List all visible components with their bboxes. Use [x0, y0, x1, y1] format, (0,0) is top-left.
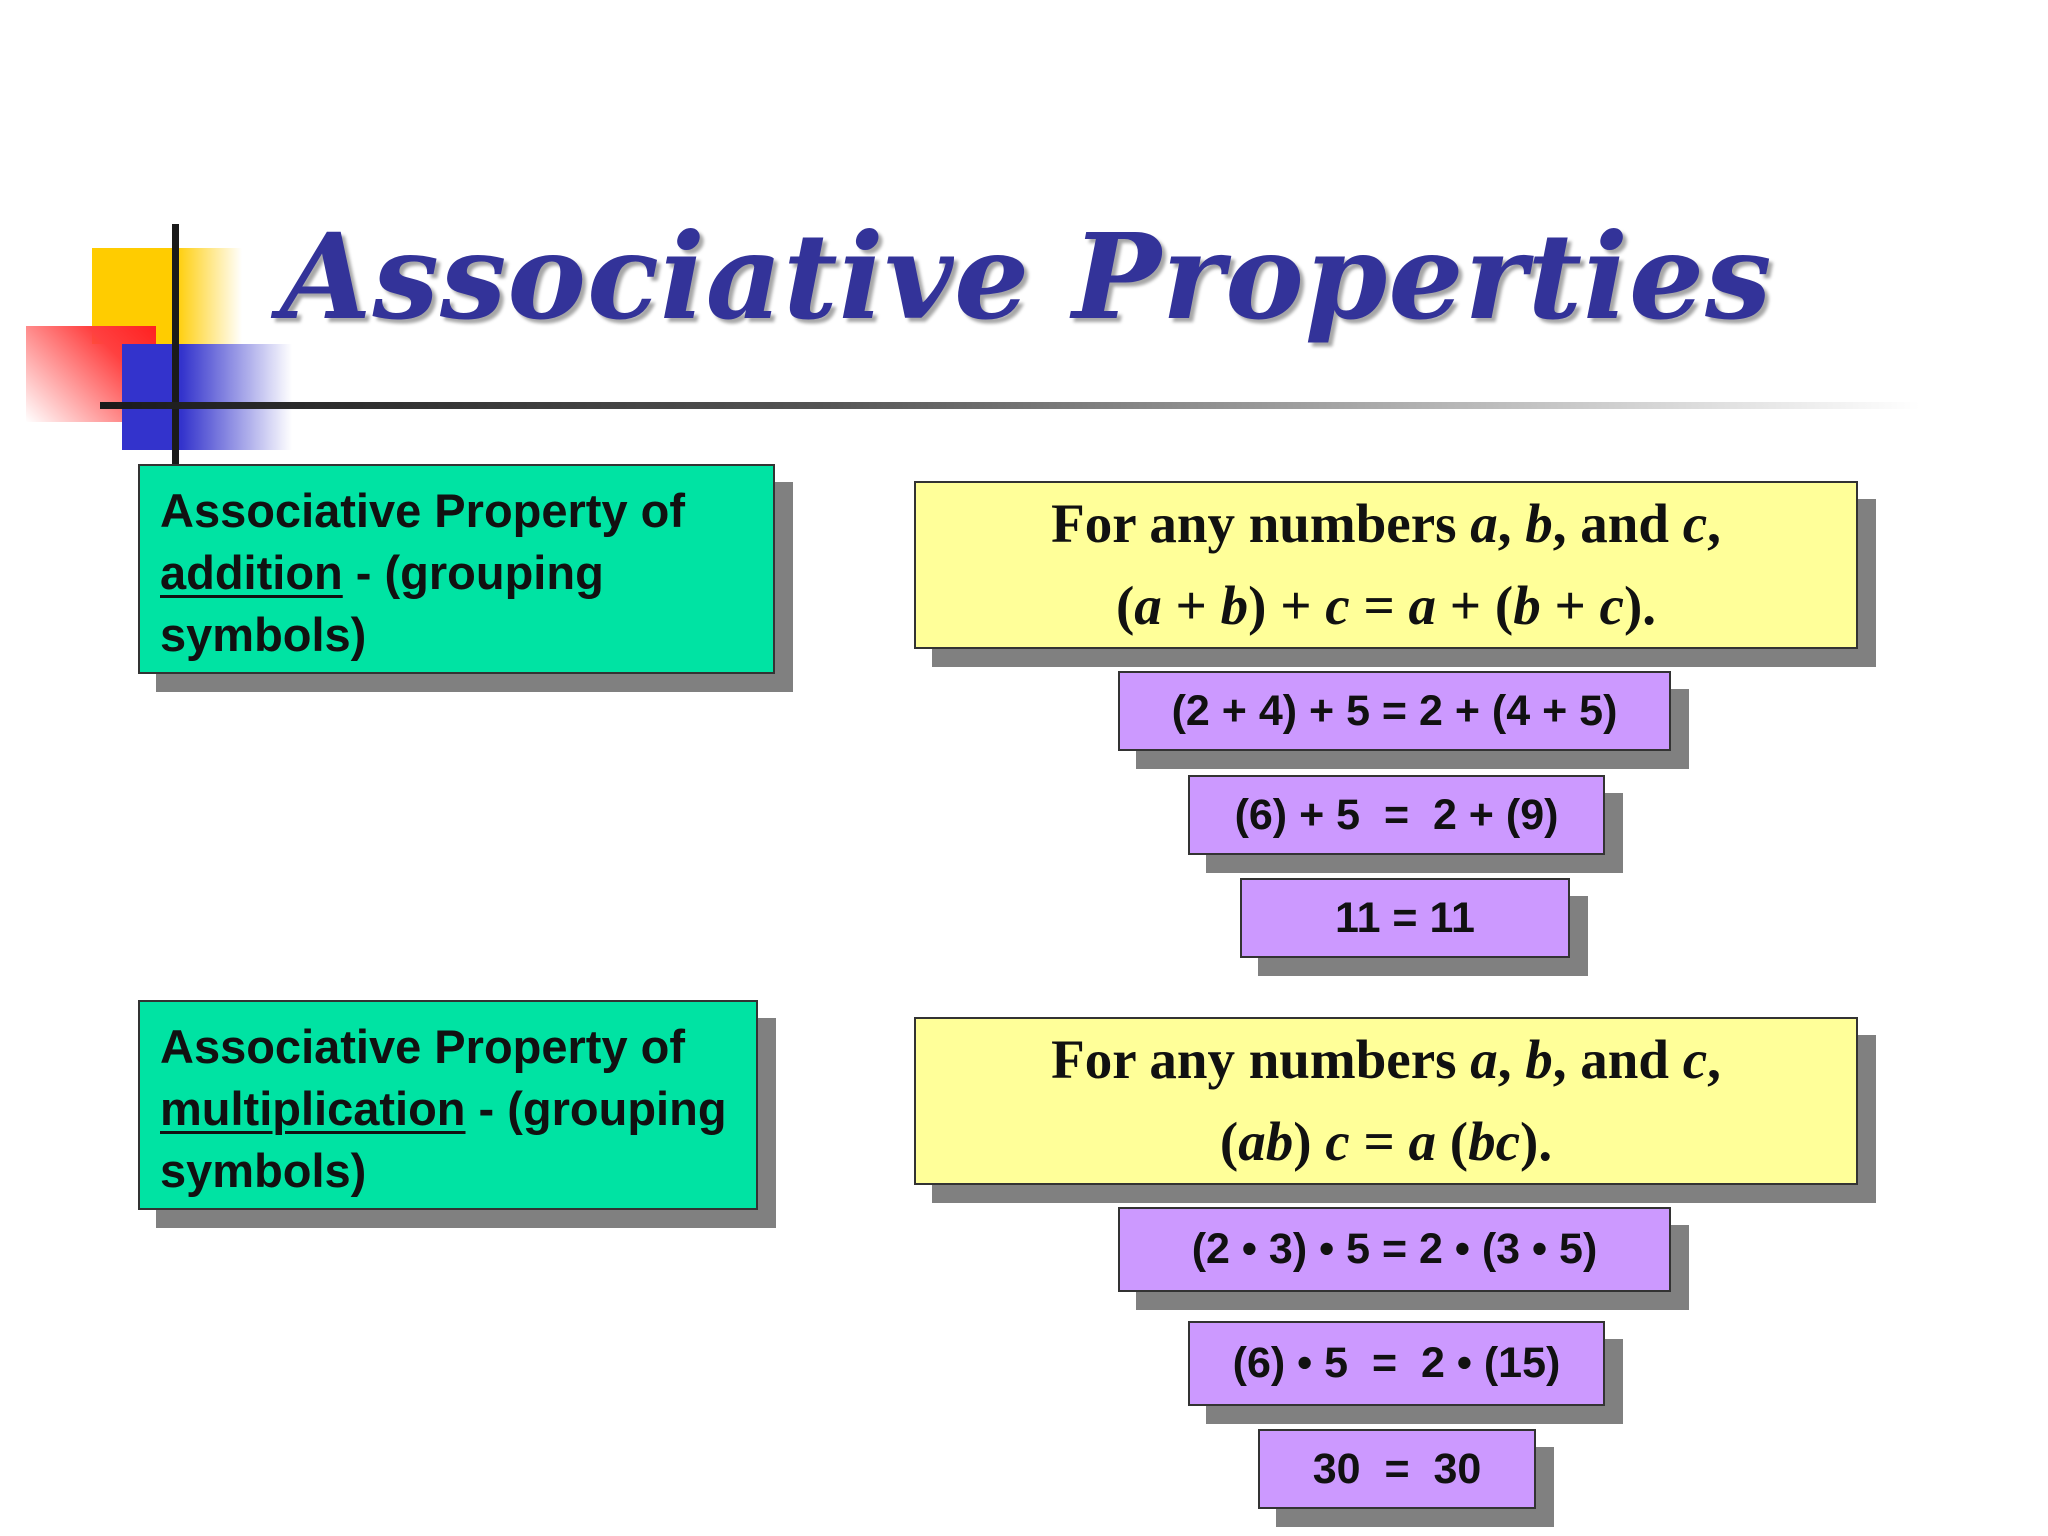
- multiplication-label-term: multiplication: [160, 1082, 466, 1135]
- var-bc: bc: [1468, 1111, 1521, 1172]
- var-a: a: [1408, 1111, 1437, 1172]
- logo-blue-square: [122, 344, 292, 450]
- rule-text: ): [1293, 1111, 1326, 1172]
- addition-rule-box: For any numbers a, b, and c, (a + b) + c…: [914, 481, 1858, 649]
- rule-text: ,: [1707, 493, 1721, 554]
- rule-text: (: [1436, 1111, 1469, 1172]
- var-a: a: [1134, 575, 1162, 636]
- multiplication-rule-line1: For any numbers a, b, and c,: [916, 1027, 1856, 1093]
- var-c: c: [1682, 493, 1708, 554]
- var-b: b: [1525, 493, 1553, 554]
- rule-text: + (: [1436, 575, 1514, 636]
- rule-text: ) +: [1248, 575, 1326, 636]
- addition-property-box: Associative Property of addition - (grou…: [138, 464, 775, 674]
- addition-label-term: addition: [160, 546, 343, 599]
- addition-example-1: (2 + 4) + 5 = 2 + (4 + 5): [1118, 671, 1671, 751]
- var-a: a: [1470, 493, 1498, 554]
- rule-text: (: [1115, 575, 1135, 636]
- var-c: c: [1325, 575, 1350, 636]
- addition-label-suffix: - (grouping symbols): [160, 546, 604, 661]
- addition-rule-line2: (a + b) + c = a + (b + c).: [916, 573, 1856, 639]
- rule-text: =: [1349, 1111, 1409, 1172]
- logo-vertical-line: [172, 224, 179, 464]
- title-underline-rule: [100, 402, 1920, 409]
- rule-text: (: [1219, 1111, 1239, 1172]
- var-a: a: [1470, 1029, 1498, 1090]
- multiplication-example-2: (6) • 5 = 2 • (15): [1188, 1321, 1605, 1406]
- rule-text: +: [1540, 575, 1600, 636]
- rule-text: For any numbers: [1051, 1029, 1471, 1090]
- var-ab: ab: [1238, 1111, 1294, 1172]
- multiplication-rule-line2: (ab) c = a (bc).: [916, 1109, 1856, 1175]
- var-b: b: [1525, 1029, 1553, 1090]
- multiplication-property-box: Associative Property of multiplication -…: [138, 1000, 758, 1210]
- addition-example-2: (6) + 5 = 2 + (9): [1188, 775, 1605, 855]
- rule-text: ).: [1623, 575, 1657, 636]
- rule-text: , and: [1552, 1029, 1683, 1090]
- multiplication-example-3: 30 = 30: [1258, 1429, 1536, 1509]
- addition-label-prefix: Associative Property of: [160, 484, 686, 537]
- addition-example-3: 11 = 11: [1240, 878, 1570, 958]
- var-c: c: [1599, 575, 1624, 636]
- multiplication-label-prefix: Associative Property of: [160, 1020, 686, 1073]
- var-b: b: [1513, 575, 1541, 636]
- slide-title: Associative Properties: [280, 207, 1773, 346]
- rule-text: +: [1161, 575, 1221, 636]
- rule-text: ,: [1497, 493, 1526, 554]
- multiplication-example-1: (2 • 3) • 5 = 2 • (3 • 5): [1118, 1207, 1671, 1292]
- multiplication-label-suffix: - (grouping symbols): [160, 1082, 727, 1197]
- rule-text: ,: [1497, 1029, 1526, 1090]
- rule-text: =: [1349, 575, 1409, 636]
- rule-text: ,: [1707, 1029, 1721, 1090]
- rule-text: ).: [1520, 1111, 1553, 1172]
- var-c: c: [1682, 1029, 1708, 1090]
- rule-text: For any numbers: [1051, 493, 1471, 554]
- var-c: c: [1325, 1111, 1350, 1172]
- rule-text: , and: [1552, 493, 1683, 554]
- multiplication-rule-box: For any numbers a, b, and c, (ab) c = a …: [914, 1017, 1858, 1185]
- addition-rule-line1: For any numbers a, b, and c,: [916, 491, 1856, 557]
- var-a: a: [1408, 575, 1437, 636]
- var-b: b: [1220, 575, 1249, 636]
